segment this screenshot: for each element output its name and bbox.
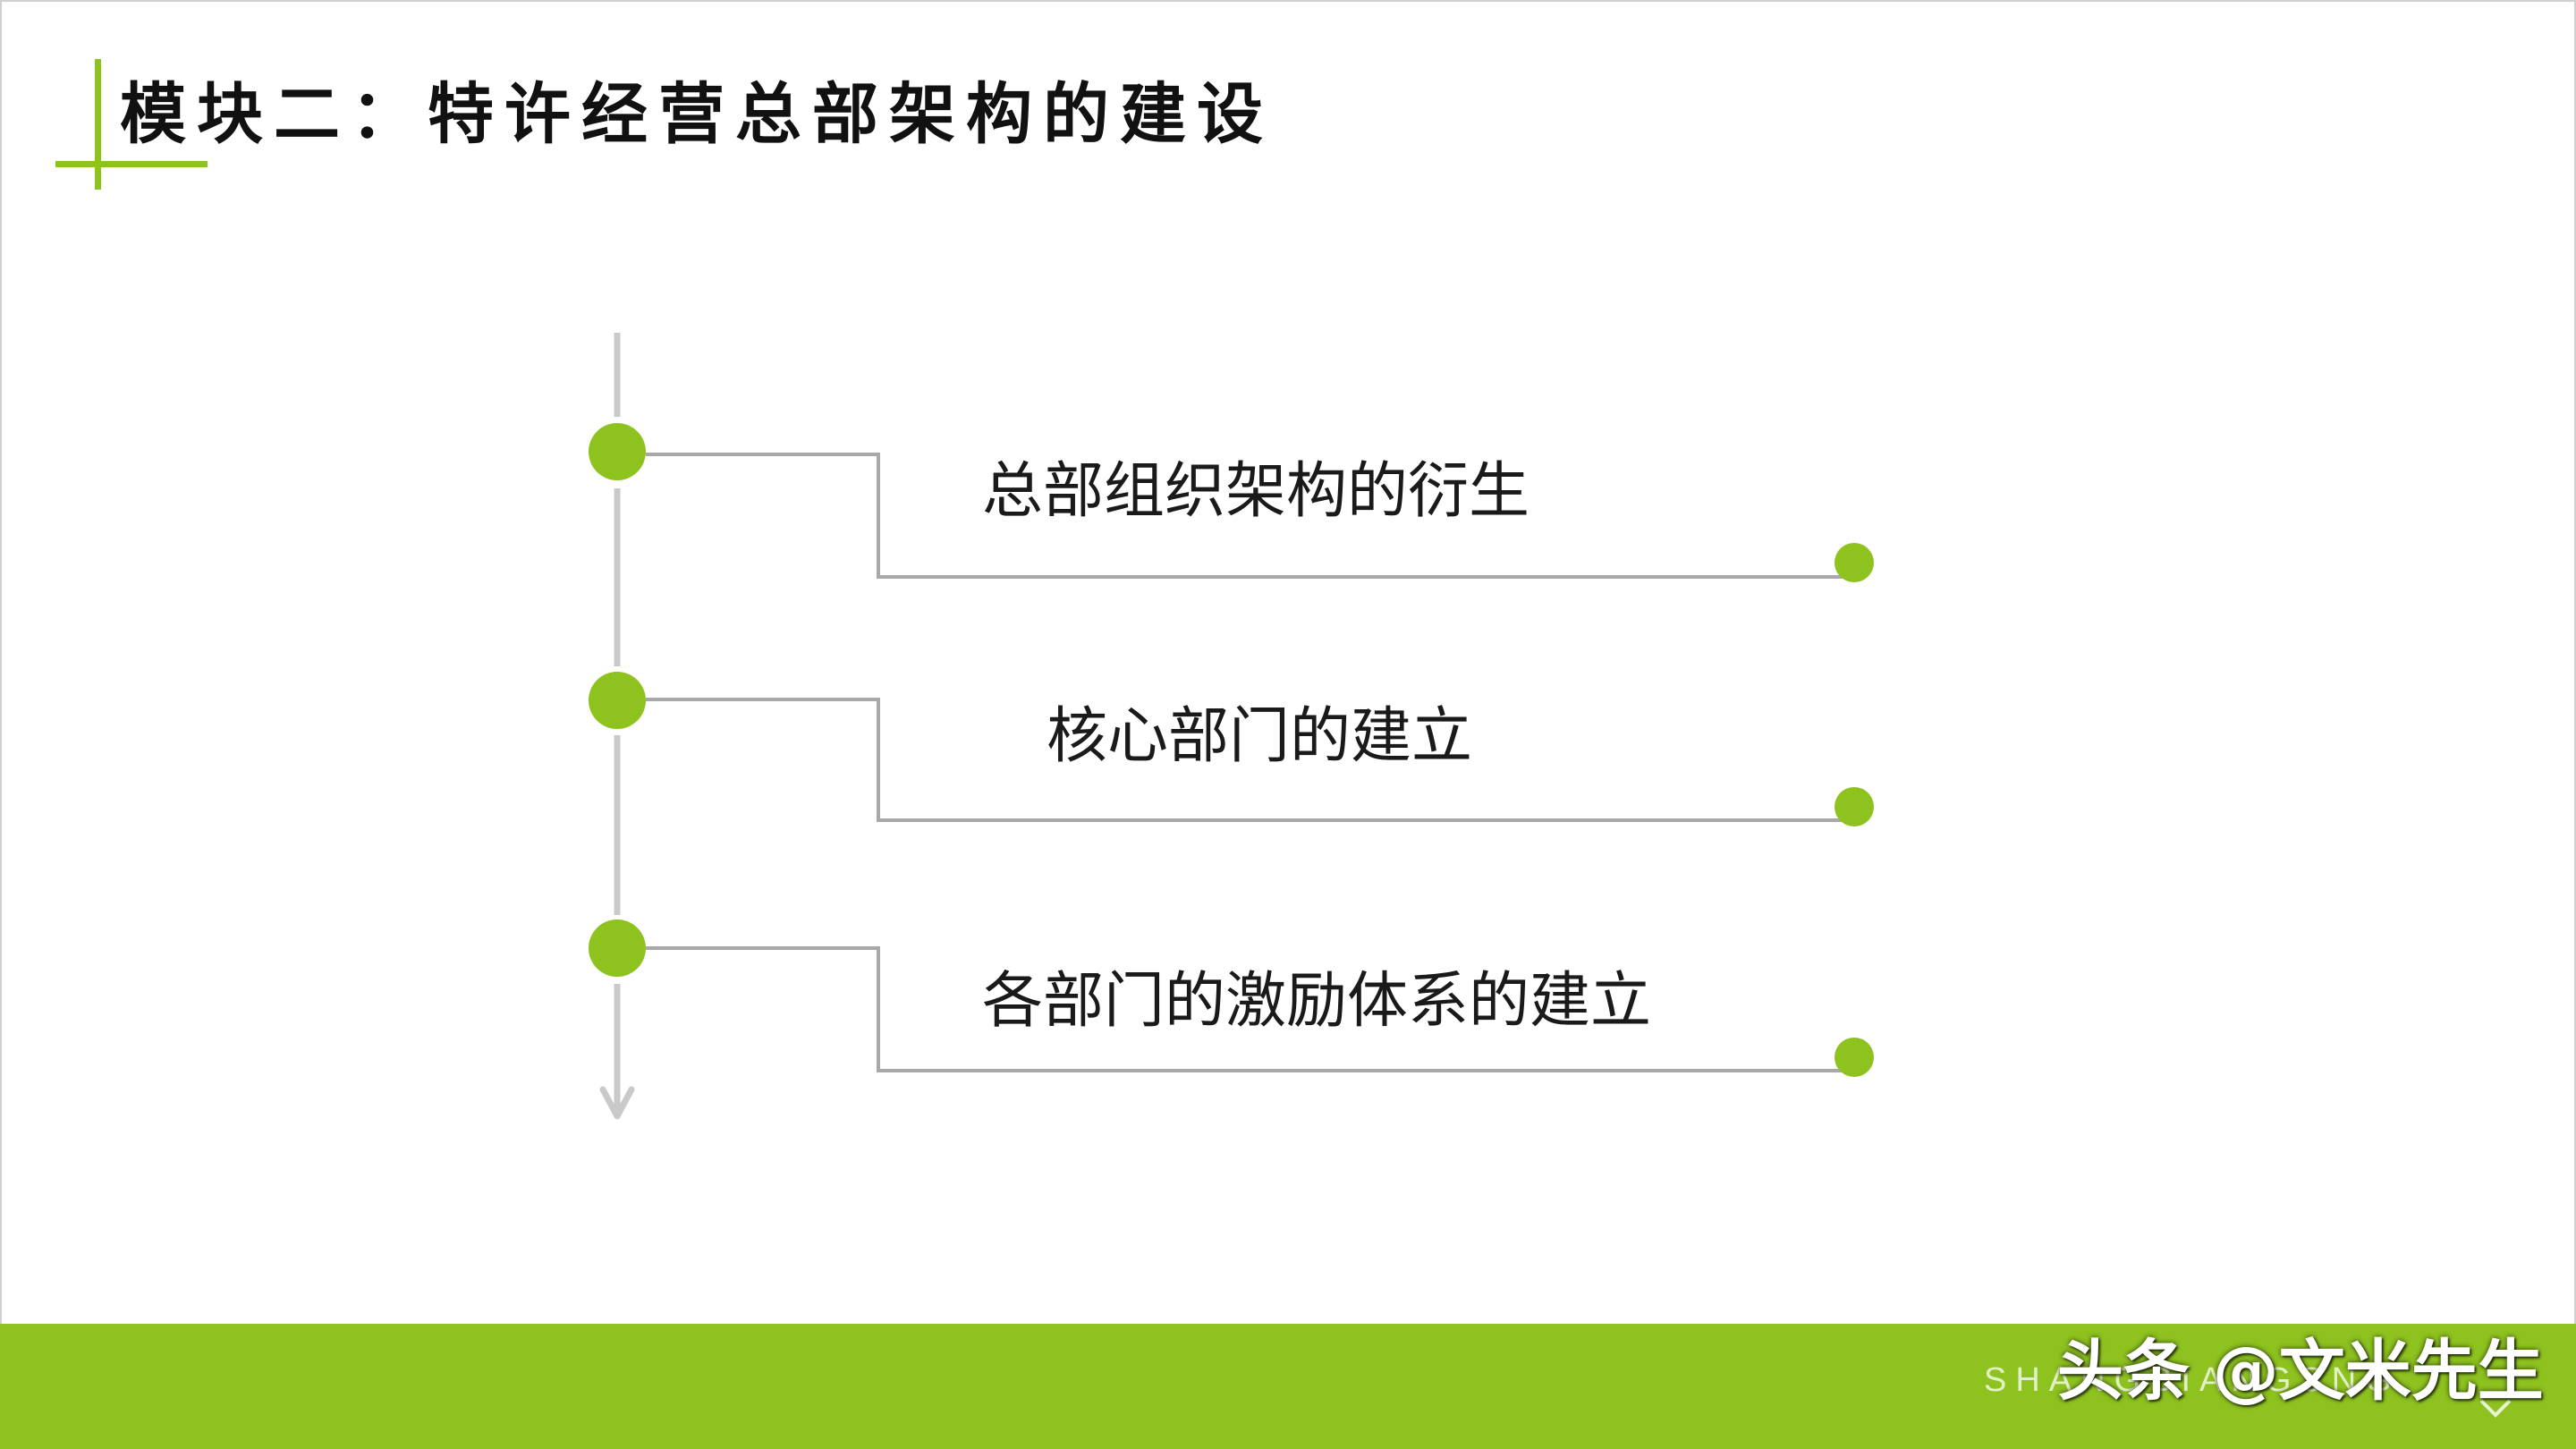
title-accent-horizontal (55, 161, 208, 167)
timeline-end-dot-2 (1835, 787, 1874, 826)
timeline-item-2-label: 核心部门的建立 (1046, 701, 1473, 772)
timeline-spine (599, 333, 635, 1120)
timeline-item-3-label: 各部门的激励体系的建立 (982, 966, 1652, 1037)
check-icon (2479, 1399, 2512, 1418)
timeline-node-3 (589, 919, 646, 977)
timeline-arrow-head (599, 1086, 635, 1120)
timeline-item-1-label: 总部组织架构的衍生 (982, 456, 1530, 527)
timeline-item-1-connector (589, 423, 1874, 582)
timeline-end-dot-3 (1835, 1038, 1874, 1077)
footer-decorative-text: SHANGBIANGSNG (1984, 1361, 2401, 1399)
timeline-item-3-connector (589, 919, 1874, 1077)
title-accent-vertical (95, 59, 101, 190)
timeline-item-2-connector (589, 672, 1874, 826)
slide-title: 模块二：特许经营总部架构的建设 (120, 76, 1274, 153)
timeline-node-1 (589, 423, 646, 480)
timeline-node-2 (589, 672, 646, 729)
footer-band (0, 1324, 2576, 1449)
timeline-end-dot-1 (1835, 543, 1874, 582)
watermark-text: 头条 @文米先生 (2057, 1333, 2544, 1410)
